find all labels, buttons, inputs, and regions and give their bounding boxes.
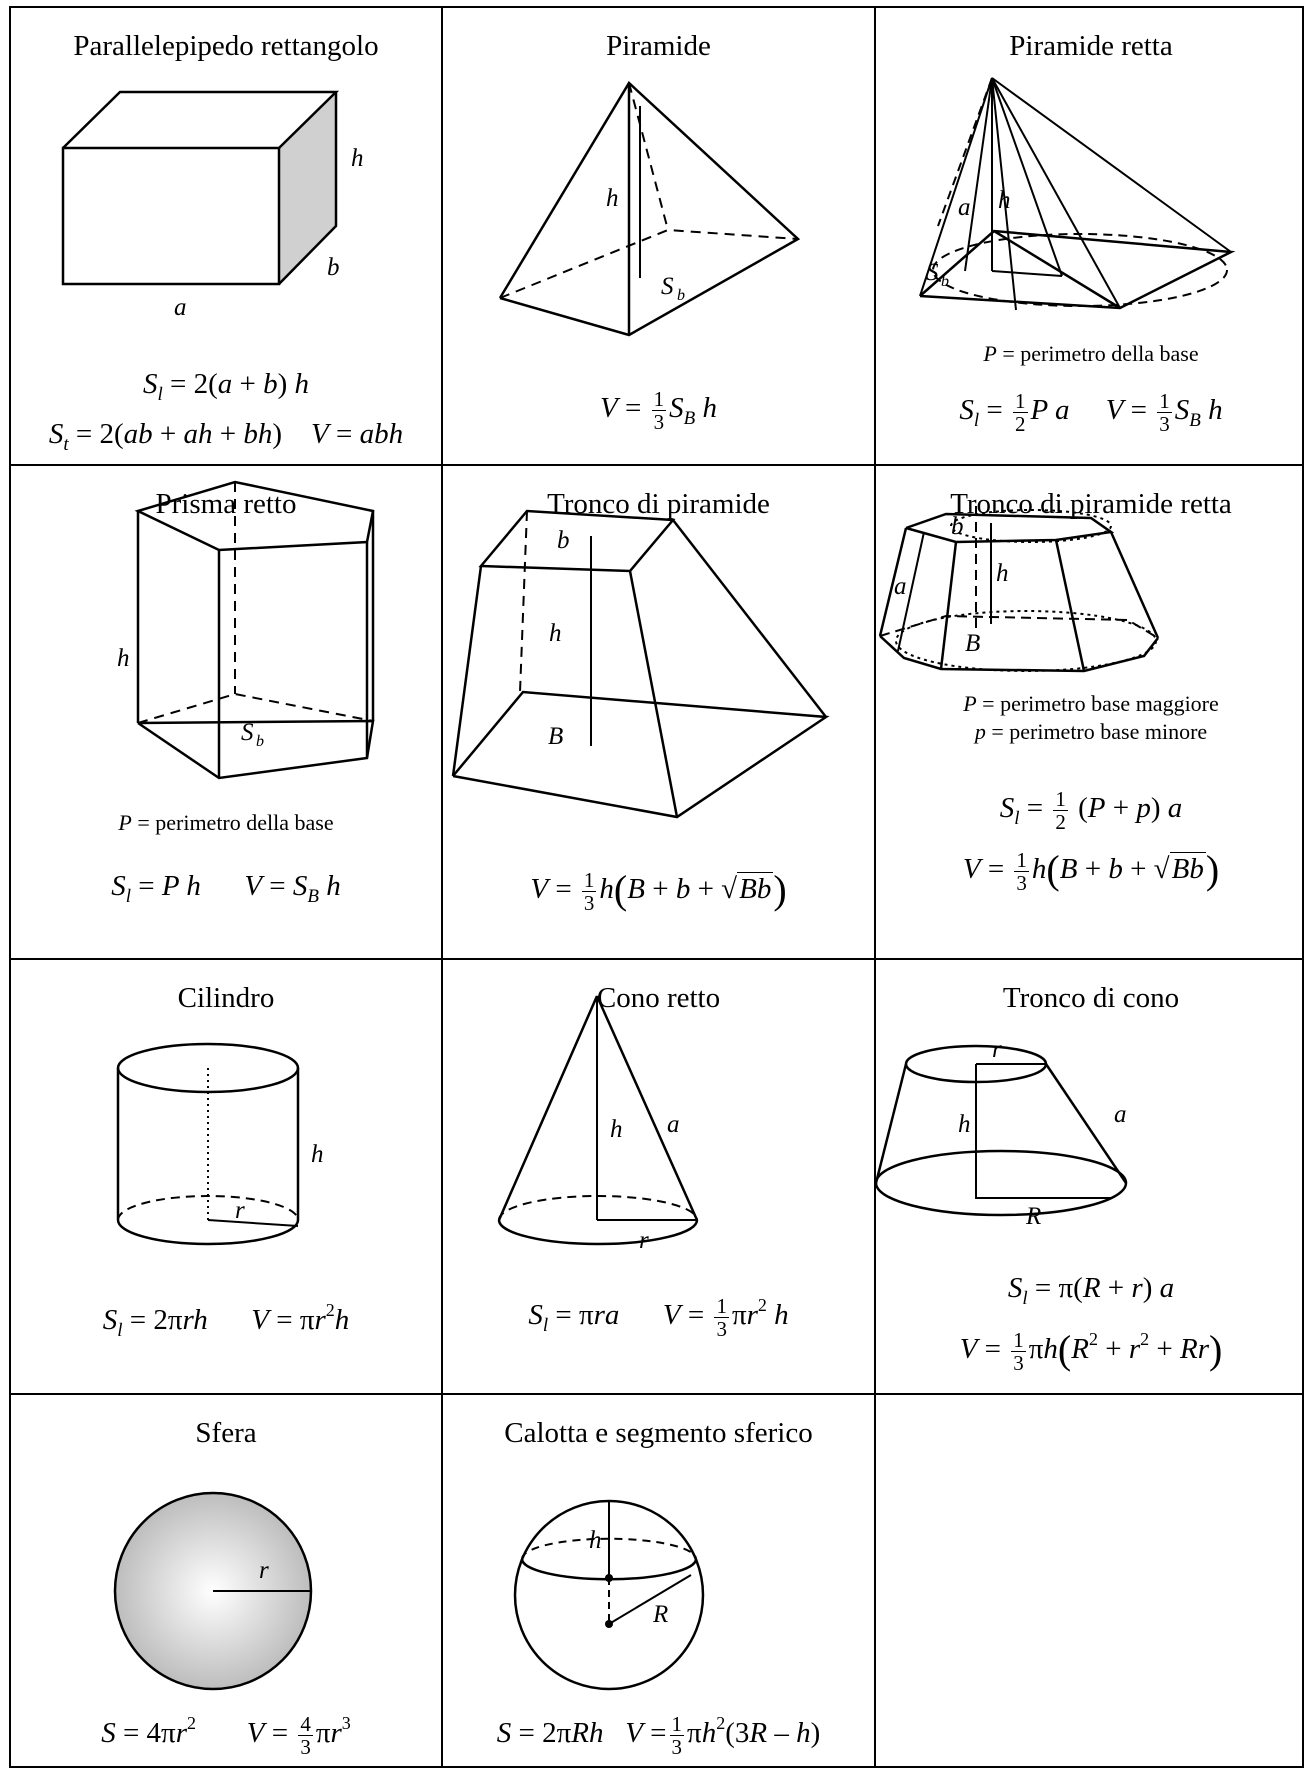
cell-calotta: Calotta e segmento sferico h R S = 2πRh … — [443, 1395, 874, 1766]
note-perimeter-major: P = perimetro base maggiore — [963, 691, 1219, 716]
row-divider — [11, 1393, 1302, 1395]
shape-title: Calotta e segmento sferico — [504, 1417, 813, 1449]
cell-prisma-retto: Prisma retto h S b P = perimetro della b… — [11, 466, 441, 958]
label-h: h — [610, 1116, 623, 1143]
label-s-sub: b — [677, 287, 685, 304]
empty-cell — [876, 1395, 1306, 1766]
label-b: b — [557, 527, 570, 554]
label-B: B — [965, 630, 980, 657]
note-perimeter: P = perimetro della base — [118, 810, 334, 835]
label-R: R — [1025, 1203, 1041, 1230]
label-r: r — [639, 1227, 649, 1254]
label-a: a — [958, 194, 971, 221]
shape-title: Piramide — [606, 30, 711, 62]
row-divider — [11, 958, 1302, 960]
cell-piramide-retta: Piramide retta a h S b P = per — [876, 8, 1306, 464]
parallelepiped-figure: h b a — [61, 90, 364, 321]
sphere-figure: r — [113, 1491, 313, 1691]
column-divider — [441, 8, 443, 1766]
label-s: S — [926, 259, 939, 286]
shape-title: Cilindro — [177, 982, 275, 1014]
label-a: a — [667, 1111, 680, 1138]
formula-surface-volume: Sl = P h V = SB h — [111, 870, 341, 907]
cone-figure: h a r — [497, 995, 699, 1254]
label-h: h — [996, 560, 1009, 587]
label-h: h — [311, 1141, 324, 1168]
label-s: S — [241, 719, 254, 746]
right-pyramid-figure: a h S b — [919, 77, 1236, 311]
label-r: r — [992, 1036, 1002, 1063]
label-b: b — [951, 513, 964, 540]
label-s: S — [661, 273, 674, 300]
right-frustum-figure: b a h B — [878, 506, 1160, 673]
shape-title: Sfera — [195, 1417, 257, 1449]
label-R: R — [652, 1601, 668, 1628]
label-a: a — [174, 294, 187, 321]
column-divider — [874, 8, 876, 1766]
label-h: h — [549, 620, 562, 647]
label-h: h — [958, 1111, 971, 1138]
label-h: h — [117, 645, 130, 672]
formula-lateral-surface: Sl = π(R + r) a — [1007, 1272, 1175, 1309]
label-h: h — [351, 145, 364, 172]
shape-title: Tronco di cono — [1002, 982, 1180, 1014]
label-a: a — [894, 573, 907, 600]
label-h: h — [589, 1527, 602, 1554]
label-h: h — [606, 185, 619, 212]
cell-tronco-cono: Tronco di cono r h a R Sl = π(R + r) a V… — [876, 960, 1306, 1393]
label-s-sub: b — [941, 273, 949, 290]
frustum-pyramid-figure: b h B — [451, 509, 830, 819]
label-h: h — [998, 187, 1011, 214]
cell-parallelepipedo: Parallelepipedo rettangolo h b a Sl = 2(… — [11, 8, 441, 464]
label-r: r — [235, 1197, 245, 1224]
label-a: a — [1114, 1101, 1127, 1128]
spherical-cap-figure: h R — [513, 1499, 705, 1691]
truncated-cone-figure: r h a R — [876, 1036, 1128, 1230]
shape-title: Prisma retto — [155, 488, 297, 520]
shape-title: Parallelepipedo rettangolo — [73, 30, 379, 62]
cell-cilindro: Cilindro h r Sl = 2πrh V = πr2h — [11, 960, 441, 1393]
cylinder-figure: h r — [116, 1042, 324, 1246]
label-b: b — [327, 254, 340, 281]
label-s-sub: b — [256, 733, 264, 750]
note-perimeter-minor: p = perimetro base minore — [974, 719, 1208, 744]
shape-title: Cono retto — [596, 982, 721, 1014]
formula-table: Parallelepipedo rettangolo h b a Sl = 2(… — [9, 6, 1304, 1768]
label-B: B — [548, 723, 563, 750]
shape-title: Piramide retta — [1009, 30, 1173, 62]
label-r: r — [259, 1557, 269, 1584]
formula-surface-volume: Sl = 2πrh V = πr2h — [102, 1300, 350, 1341]
note-perimeter: P = perimetro della base — [983, 341, 1199, 366]
cell-tronco-piramide-retta: Tronco di piramide retta b a h — [876, 466, 1306, 958]
formula-lateral-surface: Sl = 2(a + b) h — [142, 368, 310, 405]
formula-total-and-volume: St = 2(ab + ah + bh) V = abh — [48, 418, 404, 455]
pyramid-figure: h S b — [498, 81, 801, 337]
prism-figure: h S b — [117, 480, 375, 780]
row-divider — [11, 464, 1302, 466]
